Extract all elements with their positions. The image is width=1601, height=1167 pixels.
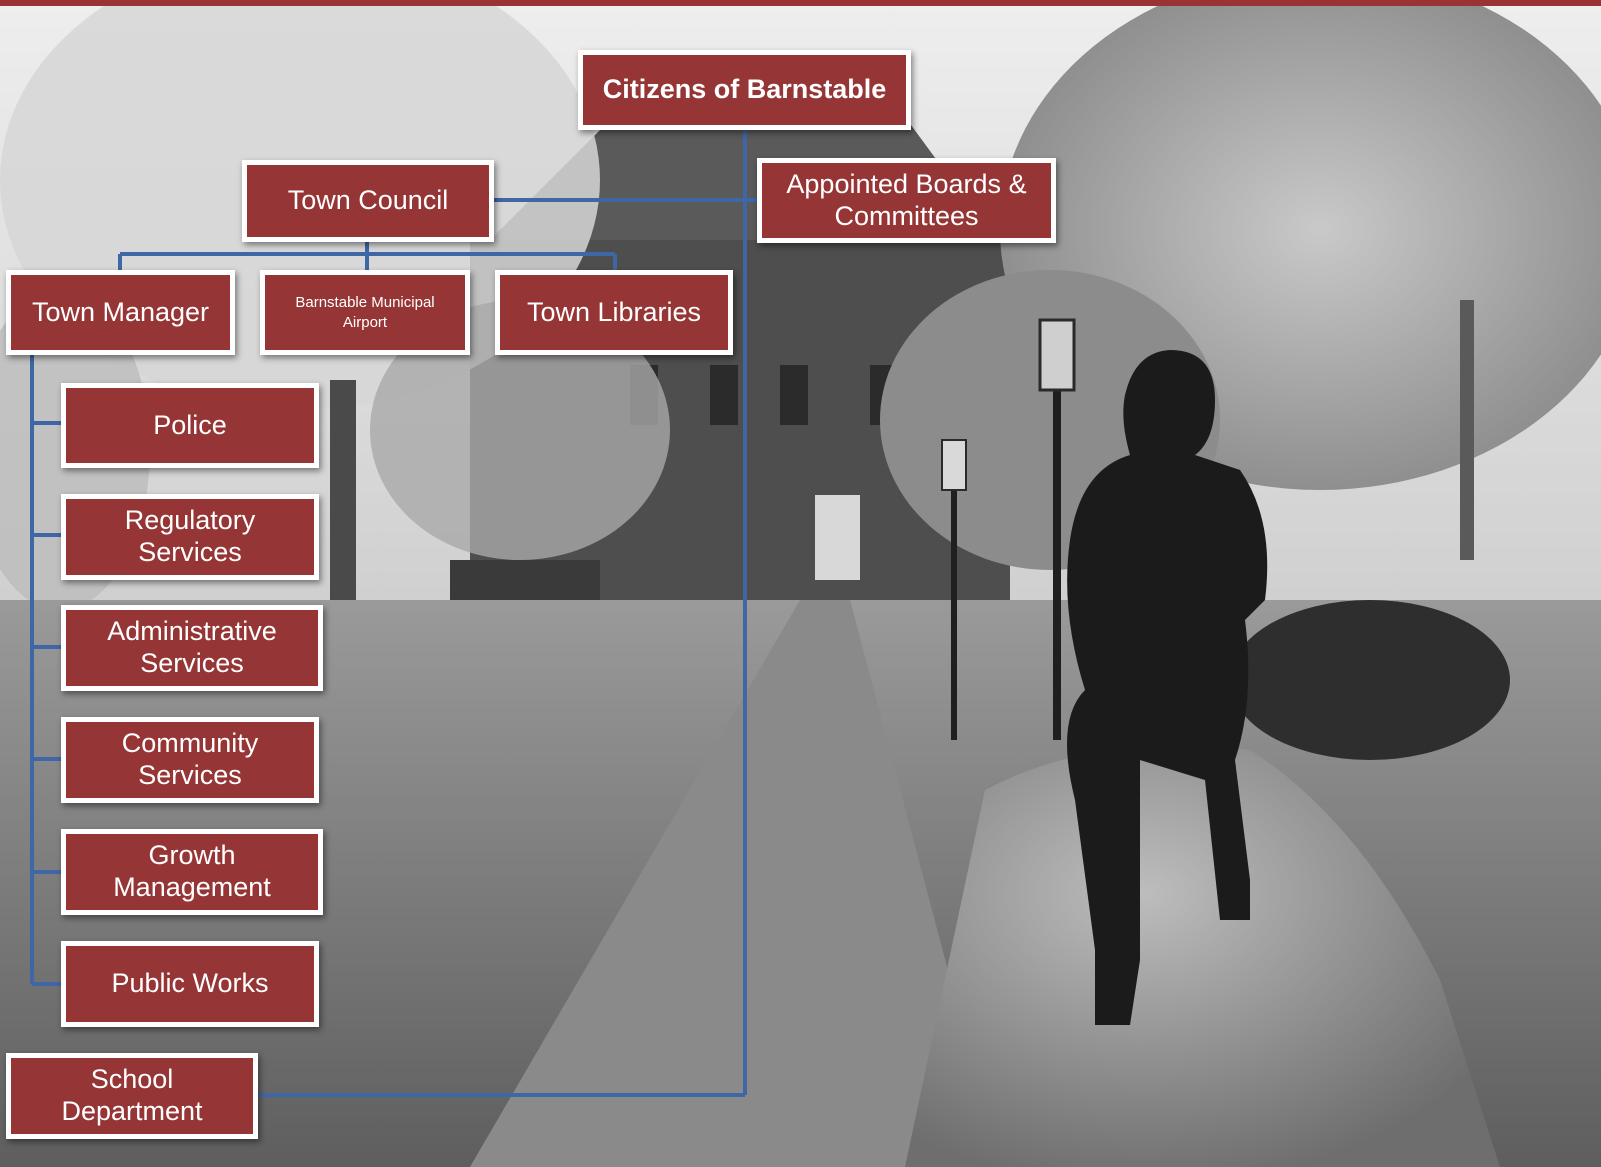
airport-box[interactable]: Barnstable Municipal Airport	[260, 270, 470, 355]
regulatory-services-label: Regulatory Services	[124, 505, 256, 567]
town-council-box[interactable]: Town Council	[242, 160, 494, 242]
appointed-boards-box[interactable]: Appointed Boards & Committees	[757, 158, 1056, 243]
administrative-services-label: Administrative Services	[107, 616, 277, 678]
town-libraries-box[interactable]: Town Libraries	[495, 270, 733, 355]
regulatory-services-box[interactable]: Regulatory Services	[61, 494, 319, 580]
public-works-label: Public Works	[111, 968, 269, 999]
public-works-box[interactable]: Public Works	[61, 941, 319, 1027]
growth-management-label: Growth Management	[113, 840, 271, 902]
appointed-boards-label: Appointed Boards & Committees	[786, 168, 1027, 231]
town-manager-box[interactable]: Town Manager	[6, 270, 235, 355]
community-services-box[interactable]: Community Services	[61, 717, 319, 803]
growth-management-box[interactable]: Growth Management	[61, 829, 323, 915]
top-accent-bar	[0, 0, 1601, 6]
community-services-label: Community Services	[121, 728, 259, 790]
town-libraries-label: Town Libraries	[526, 296, 702, 327]
citizens-of-barnstable-box[interactable]: Citizens of Barnstable	[578, 50, 911, 130]
police-label: Police	[153, 409, 227, 440]
police-box[interactable]: Police	[61, 383, 319, 468]
town-manager-label: Town Manager	[31, 296, 210, 327]
town-council-label: Town Council	[287, 185, 449, 216]
school-department-label: School Department	[61, 1064, 203, 1126]
administrative-services-box[interactable]: Administrative Services	[61, 605, 323, 691]
school-department-box[interactable]: School Department	[6, 1053, 258, 1139]
airport-label: Barnstable Municipal Airport	[295, 294, 435, 331]
citizens-of-barnstable-label: Citizens of Barnstable	[602, 74, 887, 105]
